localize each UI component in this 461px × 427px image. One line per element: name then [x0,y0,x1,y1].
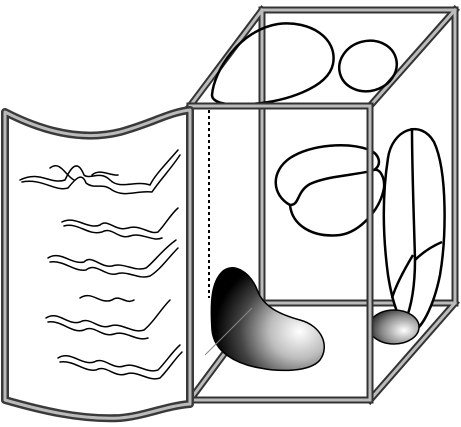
fossil-2 [61,207,179,240]
fossil-squiggles [19,149,183,380]
dark-rock [210,267,325,372]
rock-crack [204,307,253,356]
fossil-3 [47,239,179,278]
fossil-5 [57,344,183,380]
fossil-1 [19,149,181,195]
fossil-4 [45,294,171,340]
large-top-ellipse [210,22,335,106]
leaf-shape [382,127,446,332]
curved-panel [1,106,194,423]
hat-shape [274,144,386,237]
pebble [368,309,420,345]
small-top-ellipse [338,39,398,93]
